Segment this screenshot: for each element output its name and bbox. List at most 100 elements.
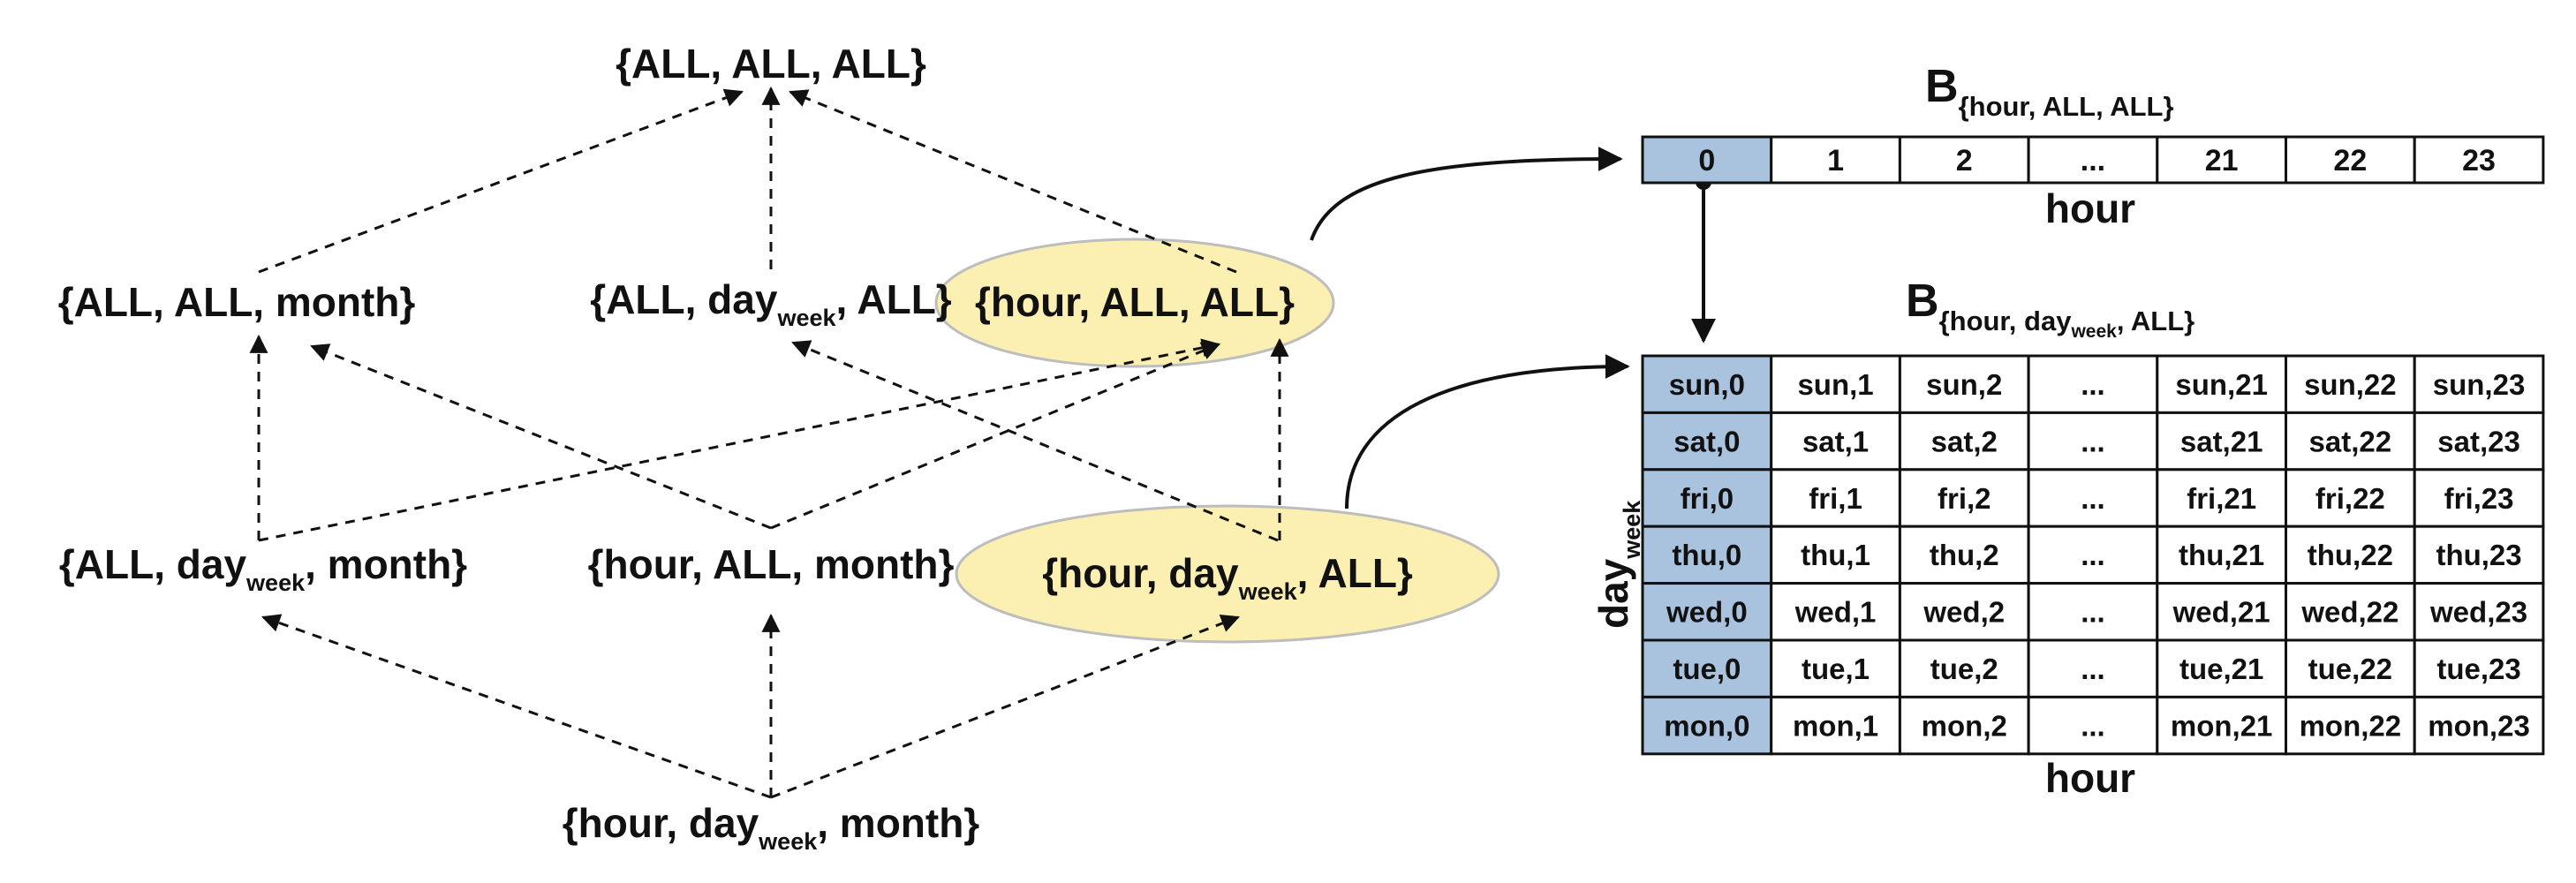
hour-table-cell-label: 1 (1827, 144, 1844, 177)
arrow-node-to-hour-table (1310, 147, 1623, 241)
grid-table-cell-label: wed,22 (2300, 596, 2398, 629)
grid-table-cell (2156, 354, 2288, 414)
grid-table-cell (2413, 638, 2545, 698)
grid-table-cell-label: fri,1 (1809, 482, 1862, 515)
grid-table-cell (1898, 695, 2030, 756)
grid-table-cell-label: ... (2081, 596, 2105, 629)
grid-table-cell-label: mon,23 (2428, 709, 2530, 742)
grid-table-cell (1641, 411, 1773, 472)
grid-table-cell (1770, 582, 1901, 642)
lattice-nodes: {ALL, ALL, ALL} {ALL, ALL, month} {ALL, … (58, 41, 1413, 855)
grid-table-cell (1898, 638, 2030, 698)
edge-l3-to-m2 (791, 340, 1279, 542)
grid-table-cell (2027, 354, 2159, 414)
grid-table-title: B{hour, dayweek, ALL} (1906, 275, 2195, 342)
node-all-all-month: {ALL, ALL, month} (58, 279, 416, 325)
grid-table-cell-label: tue,23 (2436, 653, 2520, 685)
grid-table-cell-label: tue,2 (1930, 653, 1998, 685)
grid-table-cell-label: fri,2 (1938, 482, 1991, 515)
grid-table-cell (1641, 638, 1773, 698)
grid-table-cell-label: wed,1 (1794, 596, 1877, 629)
grid-table-cell-label: thu,0 (1672, 539, 1741, 571)
grid-table-cell-label: fri,0 (1681, 482, 1734, 515)
grid-table-cell-label: sat,1 (1802, 425, 1869, 457)
grid-table-cell-label: tue,21 (2179, 653, 2263, 685)
grid-table-cell-label: ... (2081, 425, 2105, 457)
grid-table-cell (2413, 525, 2545, 585)
grid-table-cell (1641, 525, 1773, 585)
edge-m1-to-top (258, 88, 744, 274)
grid-table-cell-label: wed,0 (1666, 596, 1748, 629)
grid-table-cell-label: ... (2081, 368, 2105, 401)
grid-table-cell (1770, 695, 1901, 756)
hour-table-title: B{hour, ALL, ALL} (1925, 61, 2174, 122)
hour-table-cell-label: 21 (2205, 144, 2239, 177)
grid-table-cell-label: ... (2081, 709, 2105, 742)
grid-table-cell (2413, 354, 2545, 414)
grid-table-cell (1770, 525, 1901, 585)
grid-table-cell-label: thu,2 (1930, 539, 1999, 571)
grid-table-cell (1641, 354, 1773, 414)
grid-table-cell-label: ... (2081, 653, 2105, 685)
node-all-dayweek-all: {ALL, dayweek, ALL} (590, 276, 951, 331)
grid-table-cell (2027, 638, 2159, 698)
node-hour-dayweek-month: {hour, dayweek, month} (563, 800, 980, 855)
hour-table-cell (1898, 135, 2030, 185)
highlight-ellipse-hour-dayweek-all (955, 504, 1500, 644)
edge-m3-to-top (789, 89, 1237, 274)
grid-table-cell-label: sat,0 (1673, 425, 1740, 457)
grid-table-cell-label: tue,22 (2308, 653, 2392, 685)
grid-table-cell (2156, 582, 2288, 642)
grid-table-cell-label: wed,2 (1923, 596, 2005, 629)
node-all-all-all: {ALL, ALL, ALL} (616, 41, 926, 87)
mapping-arrows (1310, 147, 1716, 509)
grid-table-cell-label: thu,23 (2436, 539, 2521, 571)
grid-row-axis-label: dayweek (1590, 500, 1645, 629)
hour-table-cell-label: 22 (2333, 144, 2367, 177)
grid-table-cell (1641, 695, 1773, 756)
grid-table-cell-label: sat,2 (1931, 425, 1998, 457)
grid-table-cell (2285, 582, 2416, 642)
grid-table-cell (2413, 582, 2545, 642)
grid-table-cell (1641, 468, 1773, 528)
grid-table-cell-label: fri,22 (2315, 482, 2385, 515)
grid-table-cell-label: wed,23 (2429, 596, 2527, 629)
hour-table-cell-label: 0 (1698, 144, 1715, 177)
grid-table-cell-label: fri,21 (2187, 482, 2256, 515)
grid-table-cell (2413, 695, 2545, 756)
grid-table-cell (1770, 411, 1901, 472)
node-hour-all-month: {hour, ALL, month} (588, 541, 955, 587)
edge-l2-to-m1 (310, 343, 772, 530)
hour-table-cell-label: ... (2081, 144, 2105, 177)
grid-table-cell-label: mon,2 (1922, 709, 2007, 742)
grid-table-cell-label: fri,23 (2444, 482, 2514, 515)
grid-table-cell (1898, 411, 2030, 472)
grid-table-cell-label: mon,1 (1793, 709, 1878, 742)
grid-table-cell-label: wed,21 (2172, 596, 2270, 629)
grid-table-cell-label: sun,2 (1926, 368, 2002, 401)
hour-table-cell (2156, 135, 2288, 185)
grid-table-cell-label: thu,22 (2308, 539, 2393, 571)
node-all-dayweek-month: {ALL, dayweek, month} (59, 541, 467, 596)
grid-table-cell-label: thu,21 (2179, 539, 2264, 571)
grid-table-cell-label: mon,0 (1664, 709, 1749, 742)
grid-table-cell-label: tue,0 (1673, 653, 1741, 685)
node-hour-all-all: {hour, ALL, ALL} (975, 279, 1295, 325)
grid-table-cell-label: mon,21 (2171, 709, 2273, 742)
hour-table-axis-label: hour (2045, 185, 2135, 231)
grid-table-cell-label: mon,22 (2300, 709, 2402, 742)
grid-table-cell-label: ... (2081, 539, 2105, 571)
edge-bottom-to-l3 (770, 615, 1240, 799)
grid-table-cell-label: thu,1 (1801, 539, 1870, 571)
hour-table-cell (2027, 135, 2159, 185)
grid-table-cell-label: sat,21 (2180, 425, 2263, 457)
hour-table-cell (2413, 135, 2545, 185)
edge-l2-to-m3 (770, 342, 1220, 530)
lattice-edges (249, 86, 1289, 799)
grid-table-cell-label: tue,1 (1802, 653, 1870, 685)
edge-l1-to-m3 (258, 338, 1221, 542)
grid-table-cell (2156, 695, 2288, 756)
grid-table-cell-label: sun,22 (2304, 368, 2397, 401)
